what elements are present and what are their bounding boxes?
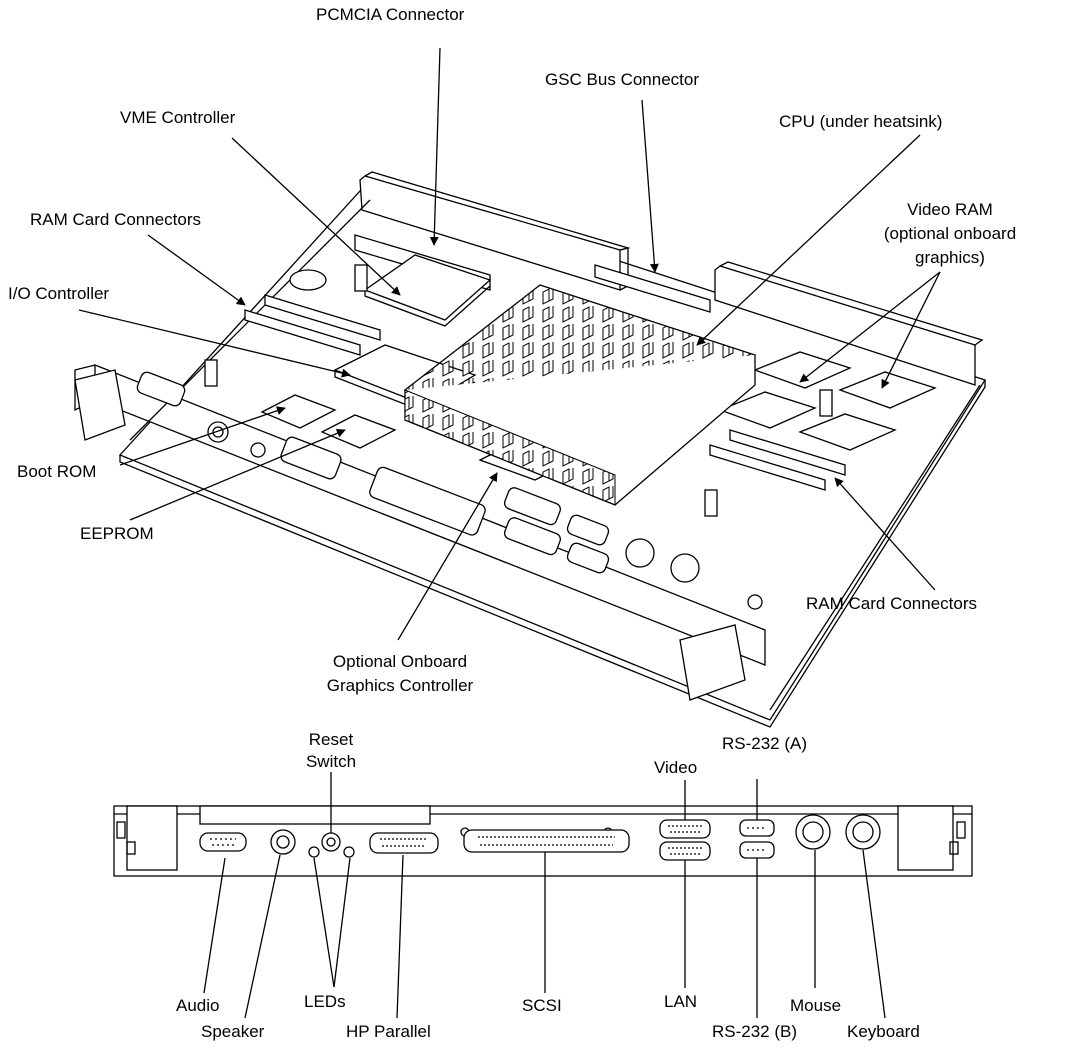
label-keyboard: Keyboard xyxy=(847,1022,920,1041)
cpu-heatsink xyxy=(403,284,757,506)
label-graphics-controller: Optional Onboard xyxy=(332,652,468,671)
label-reset: Reset xyxy=(308,730,354,749)
label-eeprom: EEPROM xyxy=(80,524,154,543)
label-vme-controller: VME Controller xyxy=(120,108,236,127)
label-io-controller: I/O Controller xyxy=(8,284,110,303)
label-boot-rom: Boot ROM xyxy=(17,462,97,481)
label-video: Video xyxy=(654,758,698,777)
label-rs232-a: RS-232 (A) xyxy=(722,734,808,753)
label-video-ram-line2: (optional onboard xyxy=(883,224,1017,243)
label-rs232-b: RS-232 (B) xyxy=(712,1022,798,1041)
label-mouse: Mouse xyxy=(790,996,842,1015)
rear-panel xyxy=(113,805,973,877)
label-lan: LAN xyxy=(664,992,698,1011)
board-leader-lines xyxy=(78,47,941,641)
label-graphics-controller-line2: Graphics Controller xyxy=(326,676,474,695)
label-audio: Audio xyxy=(176,996,220,1015)
label-scsi: SCSI xyxy=(522,996,562,1015)
panel-leader-lines xyxy=(203,772,886,1019)
label-video-ram-line3: graphics) xyxy=(915,248,985,267)
label-hp-parallel: HP Parallel xyxy=(346,1022,431,1041)
label-ram-card-connectors-top: RAM Card Connectors xyxy=(30,210,202,229)
label-gsc-bus-connector: GSC Bus Connector xyxy=(545,70,700,89)
label-video-ram: Video RAM xyxy=(907,200,993,219)
label-leds: LEDs xyxy=(304,992,346,1011)
label-pcmcia-connector: PCMCIA Connector xyxy=(316,5,465,24)
label-cpu: CPU (under heatsink) xyxy=(779,112,943,131)
label-speaker: Speaker xyxy=(201,1022,265,1041)
label-ram-card-connectors-right: RAM Card Connectors xyxy=(806,594,978,613)
label-reset-switch: Switch xyxy=(305,752,357,771)
